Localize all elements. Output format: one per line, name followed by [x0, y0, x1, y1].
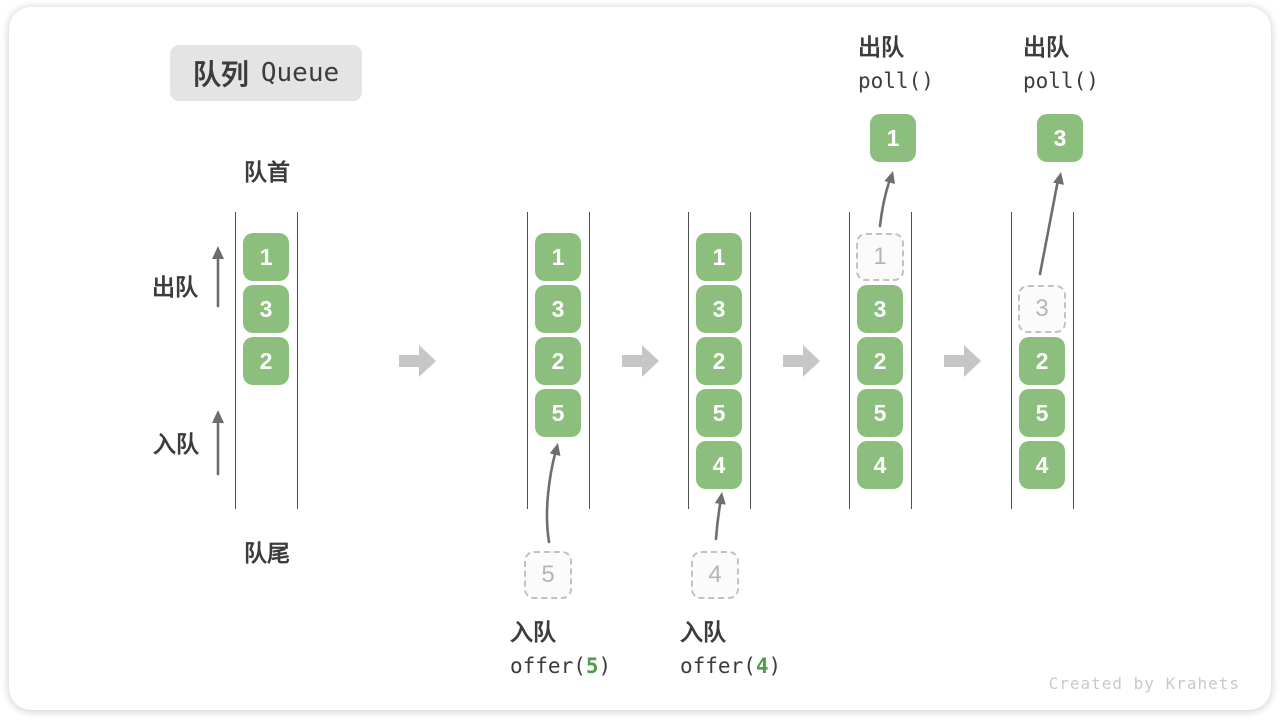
pending-enqueue-item: 4 [691, 551, 739, 599]
queue-state-2: 1 3 2 5 [527, 212, 590, 509]
title-badge: 队列 Queue [170, 45, 362, 101]
code-arg: 4 [755, 654, 769, 678]
enqueue-direction-label: 入队 [153, 431, 199, 457]
operation-zh-label: 出队 [1023, 34, 1069, 60]
queue-item: 5 [857, 389, 903, 437]
queue-item: 5 [1019, 389, 1065, 437]
code-close: ) [598, 654, 612, 678]
queue-item-removed: 1 [856, 233, 904, 281]
operation-zh-label: 入队 [680, 619, 726, 645]
enqueue-5-operation-label: 入队 offer(5) [510, 613, 611, 678]
pending-enqueue-item: 5 [524, 551, 572, 599]
dequeue-direction-label: 出队 [152, 274, 198, 300]
queue-rear-label: 队尾 [244, 540, 290, 566]
queue-item: 1 [243, 233, 289, 281]
operation-code: offer(4) [680, 654, 781, 678]
queue-item: 5 [535, 389, 581, 437]
queue-item-removed: 3 [1018, 285, 1066, 333]
dequeue-1-operation-label: 出队 poll() [858, 28, 934, 93]
code-fn: offer( [680, 654, 756, 678]
queue-item: 3 [535, 285, 581, 333]
queue-item: 1 [535, 233, 581, 281]
queue-item: 3 [696, 285, 742, 333]
popped-dequeue-item: 1 [870, 114, 916, 162]
queue-item: 2 [696, 337, 742, 385]
queue-state-4: 1 3 2 5 4 [849, 212, 912, 509]
queue-front-label: 队首 [244, 159, 290, 185]
queue-item: 2 [535, 337, 581, 385]
queue-item: 5 [696, 389, 742, 437]
operation-code: offer(5) [510, 654, 611, 678]
queue-item: 4 [696, 441, 742, 489]
queue-state-1: 1 3 2 [235, 212, 298, 509]
title-zh: 队列 [192, 59, 249, 90]
popped-dequeue-item: 3 [1037, 114, 1083, 162]
operation-zh-label: 出队 [858, 34, 904, 60]
queue-item: 4 [857, 441, 903, 489]
code-close: ) [768, 654, 782, 678]
queue-state-5: 3 2 5 4 [1011, 212, 1074, 509]
dequeue-3-operation-label: 出队 poll() [1023, 28, 1099, 93]
code-arg: 5 [585, 654, 599, 678]
queue-item: 2 [857, 337, 903, 385]
queue-item: 2 [243, 337, 289, 385]
code-fn: offer( [510, 654, 586, 678]
operation-code: poll() [858, 69, 934, 93]
enqueue-4-operation-label: 入队 offer(4) [680, 613, 781, 678]
operation-code: poll() [1023, 69, 1099, 93]
title-en: Queue [260, 58, 340, 88]
watermark: Created by Krahets [1048, 674, 1240, 693]
queue-item: 2 [1019, 337, 1065, 385]
diagram-card [9, 7, 1271, 710]
operation-zh-label: 入队 [510, 619, 556, 645]
queue-state-3: 1 3 2 5 4 [688, 212, 751, 509]
queue-item: 3 [243, 285, 289, 333]
queue-item: 4 [1019, 441, 1065, 489]
queue-item: 1 [696, 233, 742, 281]
queue-item: 3 [857, 285, 903, 333]
